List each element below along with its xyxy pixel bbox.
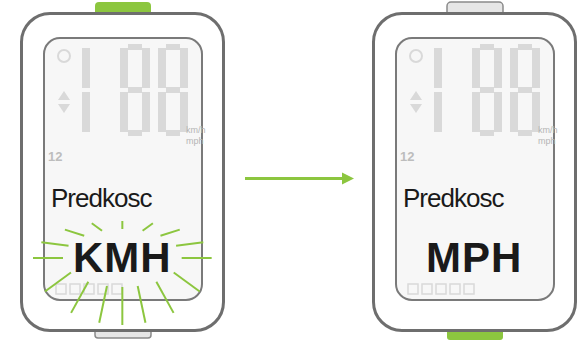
segment-ghost [510, 92, 518, 132]
segment-ghost [128, 44, 142, 50]
device-body [22, 14, 223, 330]
blink-ray [174, 273, 200, 292]
blink-ray [71, 282, 88, 313]
device-body [374, 14, 575, 330]
blink-ray [99, 286, 107, 323]
segment-ghost [128, 87, 142, 93]
arrow-ghost [58, 91, 70, 113]
segment-ghost [180, 48, 188, 88]
icon-ghost [58, 50, 70, 62]
segment-ghost [166, 130, 180, 136]
flow-arrow [245, 172, 354, 184]
segment-ghost [494, 48, 502, 88]
lcd-screen [396, 38, 554, 300]
segment-ghost [472, 48, 480, 88]
blink-ray [65, 230, 84, 236]
segment-ghost [142, 92, 150, 132]
blink-ray [156, 282, 173, 313]
segment-ghost [82, 92, 90, 132]
segment-ghost [450, 284, 460, 294]
bike-computer: PredkoscKMH [20, 12, 225, 332]
bike-computer: PredkoscMPH [372, 12, 577, 332]
unit-value: MPH [426, 237, 522, 279]
lcd-unit-label: km/h [538, 126, 558, 135]
arrow-shaft [245, 177, 344, 180]
segment-ghost [82, 48, 90, 88]
segment-ghost [422, 284, 432, 294]
arrow-ghost [410, 91, 422, 113]
lcd-unit-label: mph [538, 137, 556, 146]
segment-ghost [128, 130, 142, 136]
segment-ghost [158, 92, 166, 132]
segment-ghost [518, 44, 532, 50]
segment-ghost [166, 44, 180, 50]
segment-ghost [158, 48, 166, 88]
blink-rays [33, 221, 212, 325]
blink-ray [33, 257, 63, 259]
segment-ghost [532, 48, 540, 88]
unit-value: KMH [73, 237, 172, 279]
blink-ray [143, 223, 153, 231]
segment-ghost [480, 44, 494, 50]
lcd-ghost-number: 12 [48, 150, 62, 163]
segment-ghost [434, 92, 442, 132]
segment-ghost [480, 130, 494, 136]
segment-ghost [120, 48, 128, 88]
blink-ray [176, 242, 203, 245]
blink-ray [182, 257, 212, 259]
segment-ghost [436, 284, 446, 294]
blink-ray [45, 273, 71, 292]
segment-ghost [112, 284, 122, 294]
segment-ghost [518, 87, 532, 93]
segment-ghost [408, 284, 418, 294]
blink-ray [138, 286, 146, 323]
menu-title: Predkosc [51, 185, 151, 211]
segment-ghost [142, 48, 150, 88]
segment-ghost [56, 284, 66, 294]
segment-ghost [434, 48, 442, 88]
blink-ray [121, 287, 123, 325]
segment-ghost [494, 92, 502, 132]
menu-title: Predkosc [403, 185, 503, 211]
lcd-ghost-number: 12 [400, 150, 414, 163]
lcd-screen [44, 38, 202, 300]
blink-ray [92, 223, 102, 231]
lcd-unit-label: mph [186, 137, 204, 146]
arrow-head [342, 172, 354, 184]
lcd-unit-label: km/h [186, 126, 206, 135]
segment-ghost [510, 48, 518, 88]
segment-ghost [518, 130, 532, 136]
segment-ghost [166, 87, 180, 93]
segment-ghost [70, 284, 80, 294]
blink-ray [121, 221, 123, 229]
segment-ghost [480, 87, 494, 93]
segment-ghost [464, 284, 474, 294]
blink-ray [160, 230, 179, 236]
icon-ghost [410, 50, 422, 62]
segment-ghost [472, 92, 480, 132]
blink-ray [41, 242, 68, 245]
lcd-ghost-segments [56, 44, 540, 294]
segment-ghost [120, 92, 128, 132]
